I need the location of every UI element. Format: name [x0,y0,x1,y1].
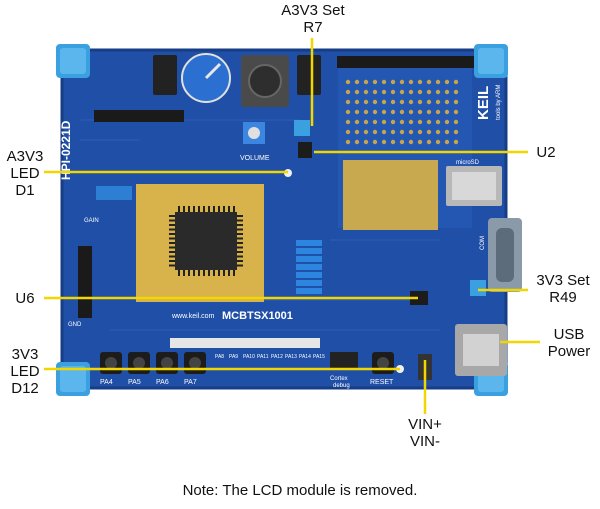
audio-jack-2 [297,55,321,95]
callout-usb-power: USB Power [547,326,591,360]
jumper-block [296,240,322,294]
button-label: PA7 [184,379,197,386]
silk-brand-sub: tools by ARM [496,85,502,120]
silk-gain: GAIN [84,218,99,224]
button-label: PA6 [156,379,169,386]
callout-u6: U6 [15,290,35,307]
cortex-debug-header [330,352,358,370]
led-label: PA10 [243,354,255,360]
u6-ic [410,291,428,305]
silk-cortex: Cortex [330,376,348,382]
callout-3v3-set-r49: 3V3 Set R49 [536,272,590,306]
led-label: PA9 [229,354,238,360]
silk-debug: debug [333,383,350,389]
u2-regulator [298,142,312,158]
left-header [78,246,92,318]
led-label: PA15 [313,354,325,360]
callout-a3v3-led-d1: A3V3 LED D1 [6,148,44,199]
led-label: PA14 [299,354,311,360]
silk-part-number: HPI-0221D [59,120,73,180]
led-label: PA8 [215,354,224,360]
led-label: PA12 [271,354,283,360]
footnote: Note: The LCD module is removed. [182,482,418,499]
led-label: PA11 [257,354,269,360]
silk-url: www.keil.com [171,313,215,320]
silk-microsd: microSD [456,160,480,166]
r49-trimmer [470,280,486,296]
callout-vin: VIN+ VIN- [408,416,442,450]
led-label: PA13 [285,354,297,360]
button-label: PA4 [100,379,113,386]
left-header-2 [94,110,184,122]
audio-jack [153,55,177,95]
silk-gnd: GND [68,322,82,328]
callout-a3v3-set-r7: A3V3 Set R7 [281,2,345,36]
silk-reset: RESET [370,379,394,386]
corner-standoffs [56,44,508,396]
silk-com: COM [480,236,486,250]
callout-3v3-led-d12: 3V3 LED D12 [10,346,40,397]
r7-trimmer [294,120,310,136]
button-label: PA5 [128,379,141,386]
callout-leaders [44,38,540,414]
mcu-chip [175,212,237,270]
callout-u2: U2 [536,144,556,161]
silk-model: MCBTSX1001 [222,310,293,322]
proto-grid [343,160,438,230]
silk-brand: KEIL [475,86,492,120]
silk-volume: VOLUME [240,155,270,162]
proto-pads [345,79,459,145]
